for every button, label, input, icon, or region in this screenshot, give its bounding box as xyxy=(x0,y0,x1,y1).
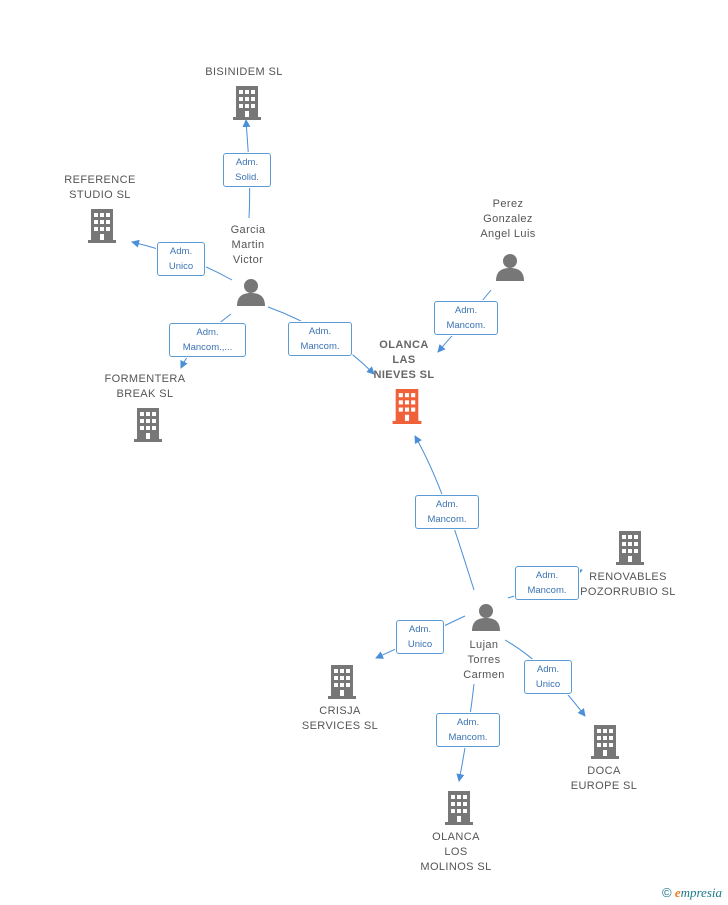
edge-label-garcia-olanca[interactable]: Adm. Mancom. xyxy=(288,322,352,356)
edge-label-garcia-reference[interactable]: Adm. Unico xyxy=(157,242,205,276)
node-label-lujan[interactable]: Lujan Torres Carmen xyxy=(463,639,505,681)
building-icon[interactable] xyxy=(134,408,162,442)
focus-building-icon[interactable] xyxy=(392,389,422,424)
brand-initial: e xyxy=(674,885,681,900)
node-label-olanca-molinos[interactable]: OLANCA LOS MOLINOS SL xyxy=(420,831,492,873)
brand-logo: © empresia xyxy=(662,885,722,901)
building-icon[interactable] xyxy=(328,665,356,699)
node-label-crisja[interactable]: CRISJA SERVICES SL xyxy=(301,705,379,732)
node-label-olanca-nieves[interactable]: OLANCA LAS NIEVES SL xyxy=(373,339,435,381)
edge-label-perez-olanca[interactable]: Adm. Mancom. xyxy=(434,301,498,335)
node-label-reference[interactable]: REFERENCE STUDIO SL xyxy=(64,174,136,201)
edge-label-lujan-renovables[interactable]: Adm. Mancom. xyxy=(515,566,579,600)
edge-label-lujan-molinos[interactable]: Adm. Mancom. xyxy=(436,713,500,747)
person-icon[interactable] xyxy=(236,278,266,306)
edge-label-lujan-doca[interactable]: Adm. Unico xyxy=(524,660,572,694)
node-label-garcia[interactable]: Garcia Martin Victor xyxy=(230,224,266,266)
person-icon[interactable] xyxy=(495,253,525,281)
edge-label-garcia-bisinidem[interactable]: Adm. Solid. xyxy=(223,153,271,187)
person-icon[interactable] xyxy=(471,603,501,631)
node-label-renovables[interactable]: RENOVABLES POZORRUBIO SL xyxy=(580,571,676,598)
building-icon[interactable] xyxy=(88,209,116,243)
edge-label-lujan-crisja[interactable]: Adm. Unico xyxy=(396,620,444,654)
building-icon[interactable] xyxy=(445,791,473,825)
building-icon[interactable] xyxy=(616,531,644,565)
node-label-perez[interactable]: Perez Gonzalez Angel Luis xyxy=(480,198,536,240)
brand-name: mpresia xyxy=(680,885,722,900)
edge-label-lujan-olanca[interactable]: Adm. Mancom. xyxy=(415,495,479,529)
node-label-formentera[interactable]: FORMENTERA BREAK SL xyxy=(104,373,186,400)
node-label-doca[interactable]: DOCA EUROPE SL xyxy=(570,765,638,792)
building-icon[interactable] xyxy=(591,725,619,759)
building-icon[interactable] xyxy=(233,86,261,120)
copyright-symbol: © xyxy=(661,885,672,900)
edge-label-garcia-formentera[interactable]: Adm. Mancom.,... xyxy=(169,323,246,357)
node-label-bisinidem[interactable]: BISINIDEM SL xyxy=(205,66,283,78)
